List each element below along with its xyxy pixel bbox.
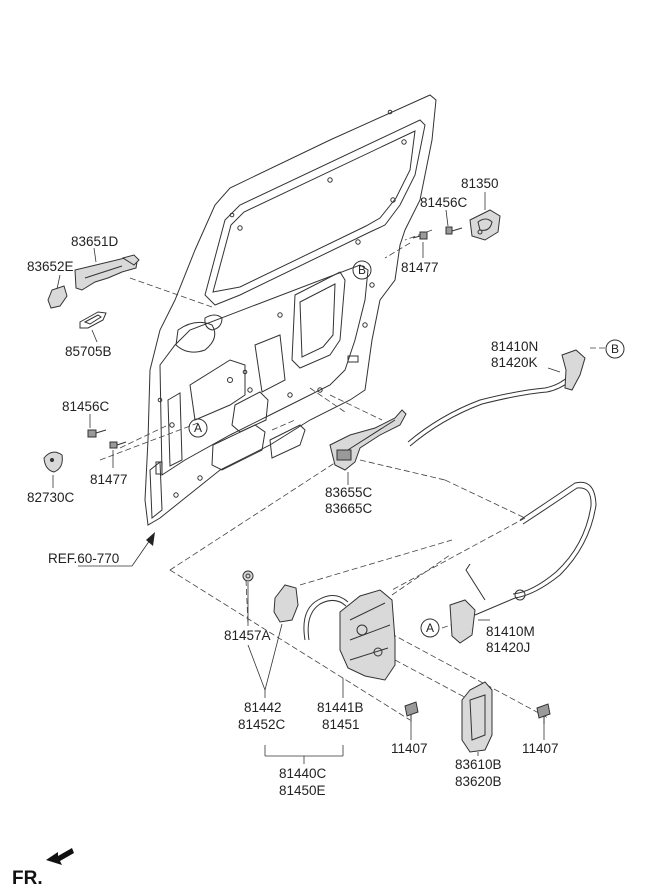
label-81452c: 81452C [238,717,286,732]
label-81477-right: 81477 [401,260,439,275]
callout-a-lock-label: A [426,621,434,635]
fr-label: FR. [12,868,43,889]
label-81440c: 81440C [279,766,327,781]
bolt-11407-left [404,701,419,722]
label-83652e: 83652E [27,259,74,274]
remote-cable-81410m [449,481,597,644]
rear-door-panel [144,94,437,526]
part-labels: 83651D 83652E 85705B 81456C 82730C 81477… [27,176,559,798]
callout-b-cable-label: B [611,342,619,356]
label-81451: 81451 [322,717,360,732]
label-83665c: 83665C [325,501,373,516]
front-arrow-icon [46,848,74,865]
bolt-11407-right [536,703,551,724]
label-11407-left: 11407 [391,741,428,756]
label-81477-left: 81477 [90,472,128,487]
label-83610b: 83610B [455,757,502,772]
callout-a-door-label: A [194,421,202,435]
label-leaders [52,192,561,764]
handle-cover-cap [47,285,68,309]
handle-gasket [79,311,107,329]
label-83620b: 83620B [455,774,502,789]
callout-a-door: A [188,418,208,438]
label-81441b: 81441B [317,700,364,715]
label-81350: 81350 [461,176,499,191]
striker-81350 [469,209,501,241]
label-81450e: 81450E [279,783,326,798]
outside-handle [74,254,140,291]
callout-a-lock: A [420,618,440,638]
lock-actuator-81442 [273,584,299,623]
screw-81477-left [109,441,127,449]
inside-handle-assembly [329,409,407,471]
remote-cable-81410n [407,349,586,447]
label-81410n: 81410N [491,339,538,354]
label-ref-60-770: REF.60-770 [48,551,119,566]
cap-82730c [43,451,63,473]
cover-83610b [461,681,493,753]
label-81456c-left: 81456C [62,399,110,414]
callout-b-door: B [352,260,372,280]
label-82730c: 82730C [27,490,75,505]
screw-81477-right [412,231,428,240]
door-latch-assembly [303,589,396,681]
label-81457a: 81457A [224,628,271,643]
label-81456c-right: 81456C [420,195,468,210]
label-81420j: 81420J [486,640,530,655]
label-81410m: 81410M [486,624,535,639]
bolt-81456c-left [87,429,107,438]
front-orientation-indicator: FR. [12,848,74,889]
label-83655c: 83655C [325,485,373,500]
label-11407-right: 11407 [522,741,559,756]
callout-b-cable: B [605,339,625,359]
label-85705b: 85705B [65,344,112,359]
callout-b-door-label: B [358,263,366,277]
grommet-81457a [242,570,254,582]
label-81420k: 81420K [491,355,538,370]
label-83651d: 83651D [71,234,119,249]
bolt-81456c-right [445,226,463,235]
label-81442: 81442 [244,700,282,715]
